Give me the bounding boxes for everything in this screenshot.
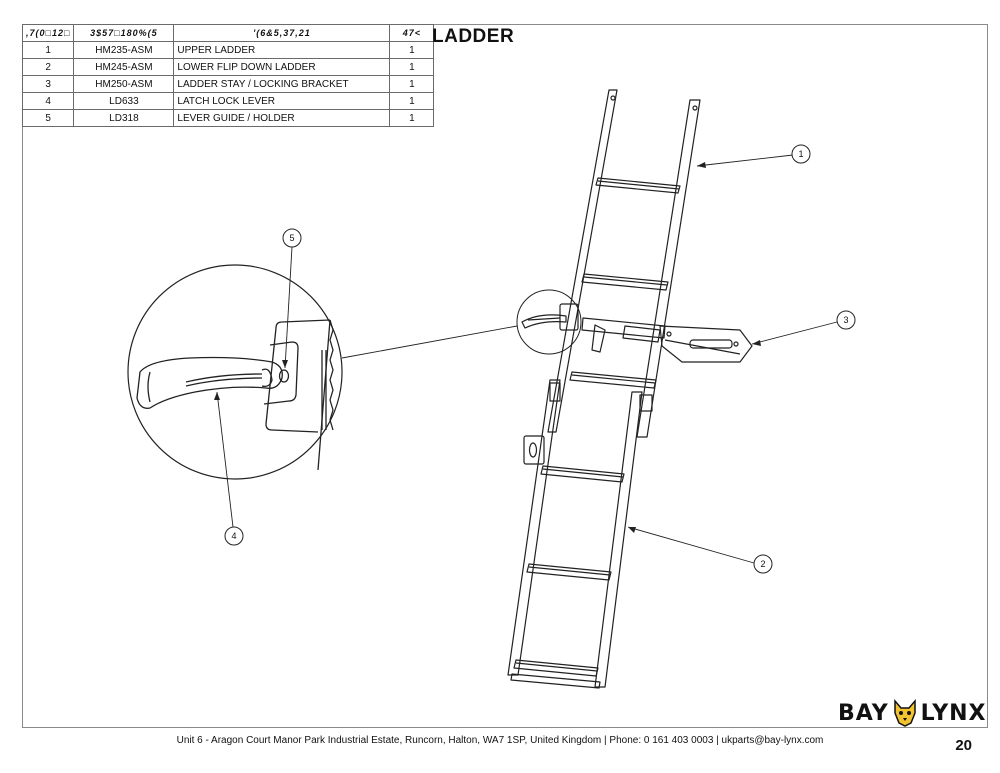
callout-3: 3 [843,315,848,325]
logo-text-right: LYNX [920,700,987,726]
callout-1: 1 [798,149,803,159]
page-number: 20 [955,737,972,754]
callout-arrowheads [214,162,761,533]
callout-balloon-5 [282,228,302,248]
ladder-stay-bracket [581,317,753,363]
callout-balloon-3 [836,310,856,330]
callout-balloon-1 [791,144,811,164]
lynx-head-icon [893,699,916,727]
callout-4: 4 [231,531,236,541]
table-row: 4 LD633 LATCH LOCK LEVER 1 [21,92,435,110]
bom-qty: 1 [389,109,435,127]
bom-qty: 1 [389,75,435,93]
callout-5: 5 [289,233,294,243]
latch-small [521,303,579,331]
detail-marker-circle [516,289,582,355]
callout-leaders [216,154,838,564]
table-row: 5 LD318 LEVER GUIDE / HOLDER 1 [21,109,435,127]
table-row: 1 HM235-ASM UPPER LADDER 1 [21,41,435,59]
bom-item: 1 [21,41,75,59]
detail-view-latch [136,319,334,471]
logo-text-left: BAY [838,700,889,726]
table-row: 3 HM250-ASM LADDER STAY / LOCKING BRACKE… [21,75,435,93]
bay-lynx-logo: BAY LYNX [838,699,987,727]
detail-view-circle [127,264,343,480]
bom-item: 5 [21,109,75,127]
footer-contact: Unit 6 - Aragon Court Manor Park Industr… [176,735,824,746]
callout-2: 2 [760,559,765,569]
upper-ladder [547,89,701,438]
callout-balloon-4 [224,526,244,546]
drawing-title: LADDER [432,26,515,47]
drawing-frame [22,24,988,728]
bill-of-materials-table: ,7(0□12□ 3$57□180%(5 '(6&5,37,21 47< 1 H… [21,24,435,127]
callout-balloon-2 [753,554,773,574]
lower-ladder [507,379,653,689]
table-row: 2 HM245-ASM LOWER FLIP DOWN LADDER 1 [21,58,435,76]
